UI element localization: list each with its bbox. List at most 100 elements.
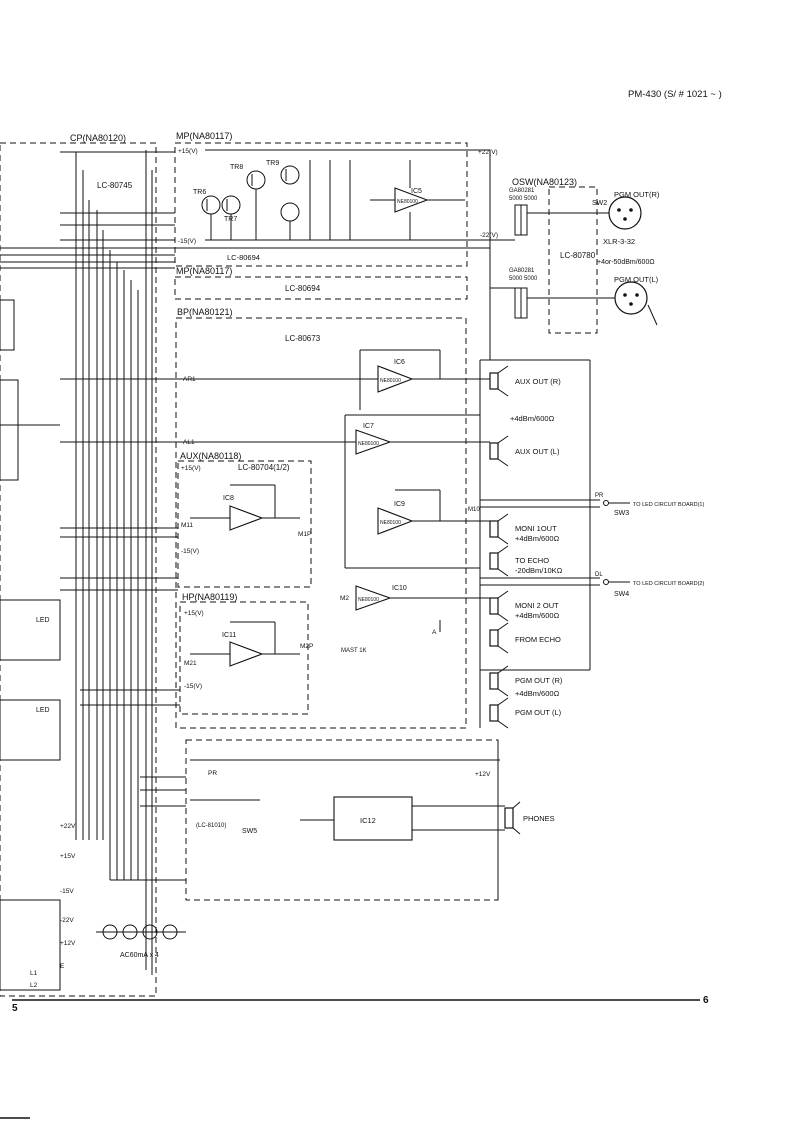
transistor-tr7 [221, 195, 241, 215]
model-reference: PM-430 (S/ # 1021 ~ ) [628, 89, 722, 100]
phones-rail-p12: +12V [475, 771, 491, 778]
opamp-ic10 [355, 585, 392, 611]
sw3-label: SW3 [614, 510, 629, 517]
aux-wiring [190, 484, 300, 519]
xlr-jack-right[interactable] [608, 196, 642, 230]
ground-label: E [60, 963, 65, 970]
ic12-package [333, 796, 413, 841]
mp2-board-part: LC-80694 [285, 284, 321, 293]
net-a: A [432, 629, 437, 636]
bp-board-title: BP(NA80121) [177, 307, 233, 317]
led-label-2: LED [36, 707, 50, 714]
moni2-spec: +4dBm/600Ω [515, 611, 560, 620]
opamp-ic7 [355, 429, 392, 455]
net-m10: M10 [468, 507, 480, 513]
sw4-switch[interactable] [480, 577, 630, 586]
xlr-type-label: XLR-3-32 [603, 237, 635, 246]
mp-component-stubs [210, 160, 465, 240]
transformer-b-ratio: 5000 5000 [509, 276, 538, 282]
net-al1: AL1 [183, 439, 195, 446]
moni1-label: MONI 1OUT [515, 524, 557, 533]
mp2-board-outline [174, 276, 468, 300]
jack-from-echo[interactable] [489, 622, 509, 654]
transformer-b [514, 287, 528, 319]
jack-to-echo[interactable] [489, 545, 509, 577]
jack-pgm-out-l[interactable] [489, 697, 509, 729]
sw4-note: TO LED CIRCUIT BOARD(2) [633, 581, 704, 587]
sw3-switch[interactable] [480, 499, 630, 508]
ic11-label: IC11 [222, 632, 236, 639]
jack-phones[interactable] [504, 801, 521, 835]
tr9-label: TR9 [266, 160, 279, 167]
aux-rail-p15: +15(V) [181, 465, 201, 472]
phones-label: PHONES [523, 814, 555, 823]
ic9-label: IC9 [394, 501, 405, 508]
page-number-right: 6 [703, 995, 709, 1006]
fuse-cluster [96, 924, 186, 940]
aux-rail-m15: -15(V) [181, 548, 199, 555]
xlr-level-label: +4or-50dBm/600Ω [597, 259, 655, 266]
jack-moni2-out[interactable] [489, 590, 509, 622]
ic10-label: IC10 [392, 585, 407, 592]
ic9-type: NE80100 [380, 520, 401, 526]
xlr-jack-left[interactable] [614, 281, 648, 315]
line-l1-label: L1 [30, 970, 38, 977]
transformer-a-label: GA80281 [509, 188, 535, 194]
osw-board-part: LC-80780 [560, 251, 596, 260]
net-pr-phones: PR [208, 770, 217, 777]
sw4-label: SW4 [614, 591, 629, 598]
rail-p15-out: +15V [60, 853, 76, 860]
hp-wiring [190, 621, 300, 655]
hp-rail-m15: -15(V) [184, 683, 202, 690]
mp2-board-title: MP(NA80117) [176, 266, 232, 276]
jack-aux-out-l[interactable] [489, 435, 509, 467]
sw2-label: SW2 [592, 200, 607, 207]
xlr-left-label: PGM OUT(L) [614, 275, 659, 284]
cp-board-outline [0, 142, 157, 997]
pgm-out-r-label: PGM OUT (R) [515, 676, 563, 685]
moni1-spec: +4dBm/600Ω [515, 534, 560, 543]
opamp-ic11 [229, 641, 264, 667]
aux-out-r-label: AUX OUT (R) [515, 377, 561, 386]
ic5-label: IC5 [411, 188, 422, 195]
tr6-label: TR6 [193, 189, 206, 196]
aux-board-outline [177, 460, 312, 588]
transformer-a-ratio: 5000 5000 [509, 196, 538, 202]
net-m21: M21 [184, 660, 197, 667]
xlr-right-label: PGM OUT(R) [614, 190, 660, 199]
net-m1p: M1P [298, 531, 311, 538]
phones-wiring [190, 759, 505, 831]
ic5-type: NE80100 [397, 199, 418, 205]
left-edge-stubs [0, 299, 61, 991]
ic7-label: IC7 [363, 423, 374, 430]
fuse-label: AC60mA x 4 [120, 952, 159, 959]
tr8-label: TR8 [230, 164, 243, 171]
sw3-net-pr: PR [595, 493, 604, 499]
transformer-b-label: GA80281 [509, 268, 535, 274]
net-m2p: M2P [300, 643, 313, 650]
sw5-label: SW5 [242, 828, 257, 835]
jack-moni1-out[interactable] [489, 513, 509, 545]
aux-out-l-label: AUX OUT (L) [515, 447, 560, 456]
pgm-out-r-spec: +4dBm/600Ω [515, 689, 560, 698]
from-echo-label: FROM ECHO [515, 635, 561, 644]
mp-rail-p22: +22(V) [478, 149, 498, 156]
pgm-out-l-label: PGM OUT (L) [515, 708, 562, 717]
cp-board-part: LC-80745 [97, 181, 133, 190]
cp-vertical-bus [75, 150, 153, 975]
sw4-net-dl: DL [595, 572, 603, 578]
opamp-ic9 [377, 507, 414, 535]
moni2-label: MONI 2 OUT [515, 601, 559, 610]
jack-aux-out-r[interactable] [489, 365, 509, 397]
rail-m22-out: -22V [60, 917, 74, 924]
net-ar1: AR1 [183, 376, 196, 383]
led-label-1: LED [36, 617, 50, 624]
sw5-board-label: (LC-81010) [196, 823, 226, 829]
page-number-left: 5 [12, 1003, 18, 1014]
ic10-type: NE80100 [358, 597, 379, 603]
net-m11: M11 [181, 522, 194, 529]
line-l2-label: L2 [30, 982, 38, 989]
ic6-type: NE80100 [380, 378, 401, 384]
bp-board-outline [175, 317, 467, 729]
